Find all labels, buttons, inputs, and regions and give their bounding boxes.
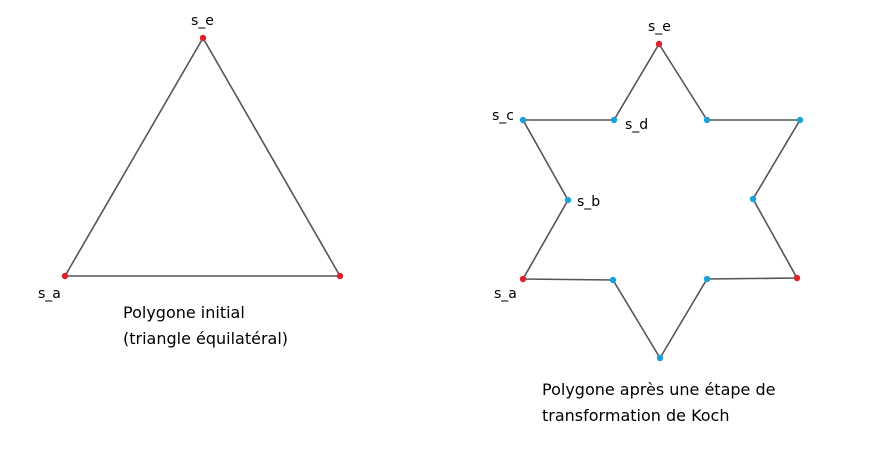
vertex-s-a-initial xyxy=(61,272,69,280)
vertex-new-lower-left-inner xyxy=(609,276,617,284)
vertex-new-upper-right-tip xyxy=(796,116,804,124)
triangle-edge-left xyxy=(64,37,204,277)
label-s-c: s_c xyxy=(492,108,514,124)
koch-star: s_e s_c s_d s_b s_a Polygone après une é… xyxy=(492,19,804,425)
caption-koch-line1: Polygone après une étape de xyxy=(542,380,775,399)
caption-initial-line1: Polygone initial xyxy=(123,303,245,322)
label-s-e-right: s_e xyxy=(648,19,671,35)
label-s-e-left: s_e xyxy=(191,13,214,29)
vertex-s-e-initial xyxy=(199,34,207,42)
vertex-new-right-inner xyxy=(749,195,757,203)
vertex-s-b xyxy=(564,196,572,204)
koch-star-outline xyxy=(521,42,802,360)
label-s-b: s_b xyxy=(577,194,600,210)
label-s-a-left: s_a xyxy=(38,286,61,302)
vertex-new-lower-right-inner xyxy=(703,275,711,283)
vertex-s-d xyxy=(610,116,618,124)
vertex-s-a-star xyxy=(519,275,527,283)
vertex-s-e-star xyxy=(655,40,663,48)
triangle-edge-right xyxy=(202,37,341,277)
caption-koch-line2: transformation de Koch xyxy=(542,406,729,425)
vertex-s-c xyxy=(519,116,527,124)
caption-initial-line2: (triangle équilatéral) xyxy=(123,329,288,348)
vertex-bottom-right-initial xyxy=(336,272,344,280)
vertex-new-upper-right-inner xyxy=(703,116,711,124)
label-s-d: s_d xyxy=(625,117,648,133)
initial-triangle: s_e s_a Polygone initial (triangle équil… xyxy=(38,13,344,348)
vertex-bottom-right-star xyxy=(793,274,801,282)
label-s-a-right: s_a xyxy=(494,286,517,302)
vertex-new-bottom-tip xyxy=(656,354,664,362)
